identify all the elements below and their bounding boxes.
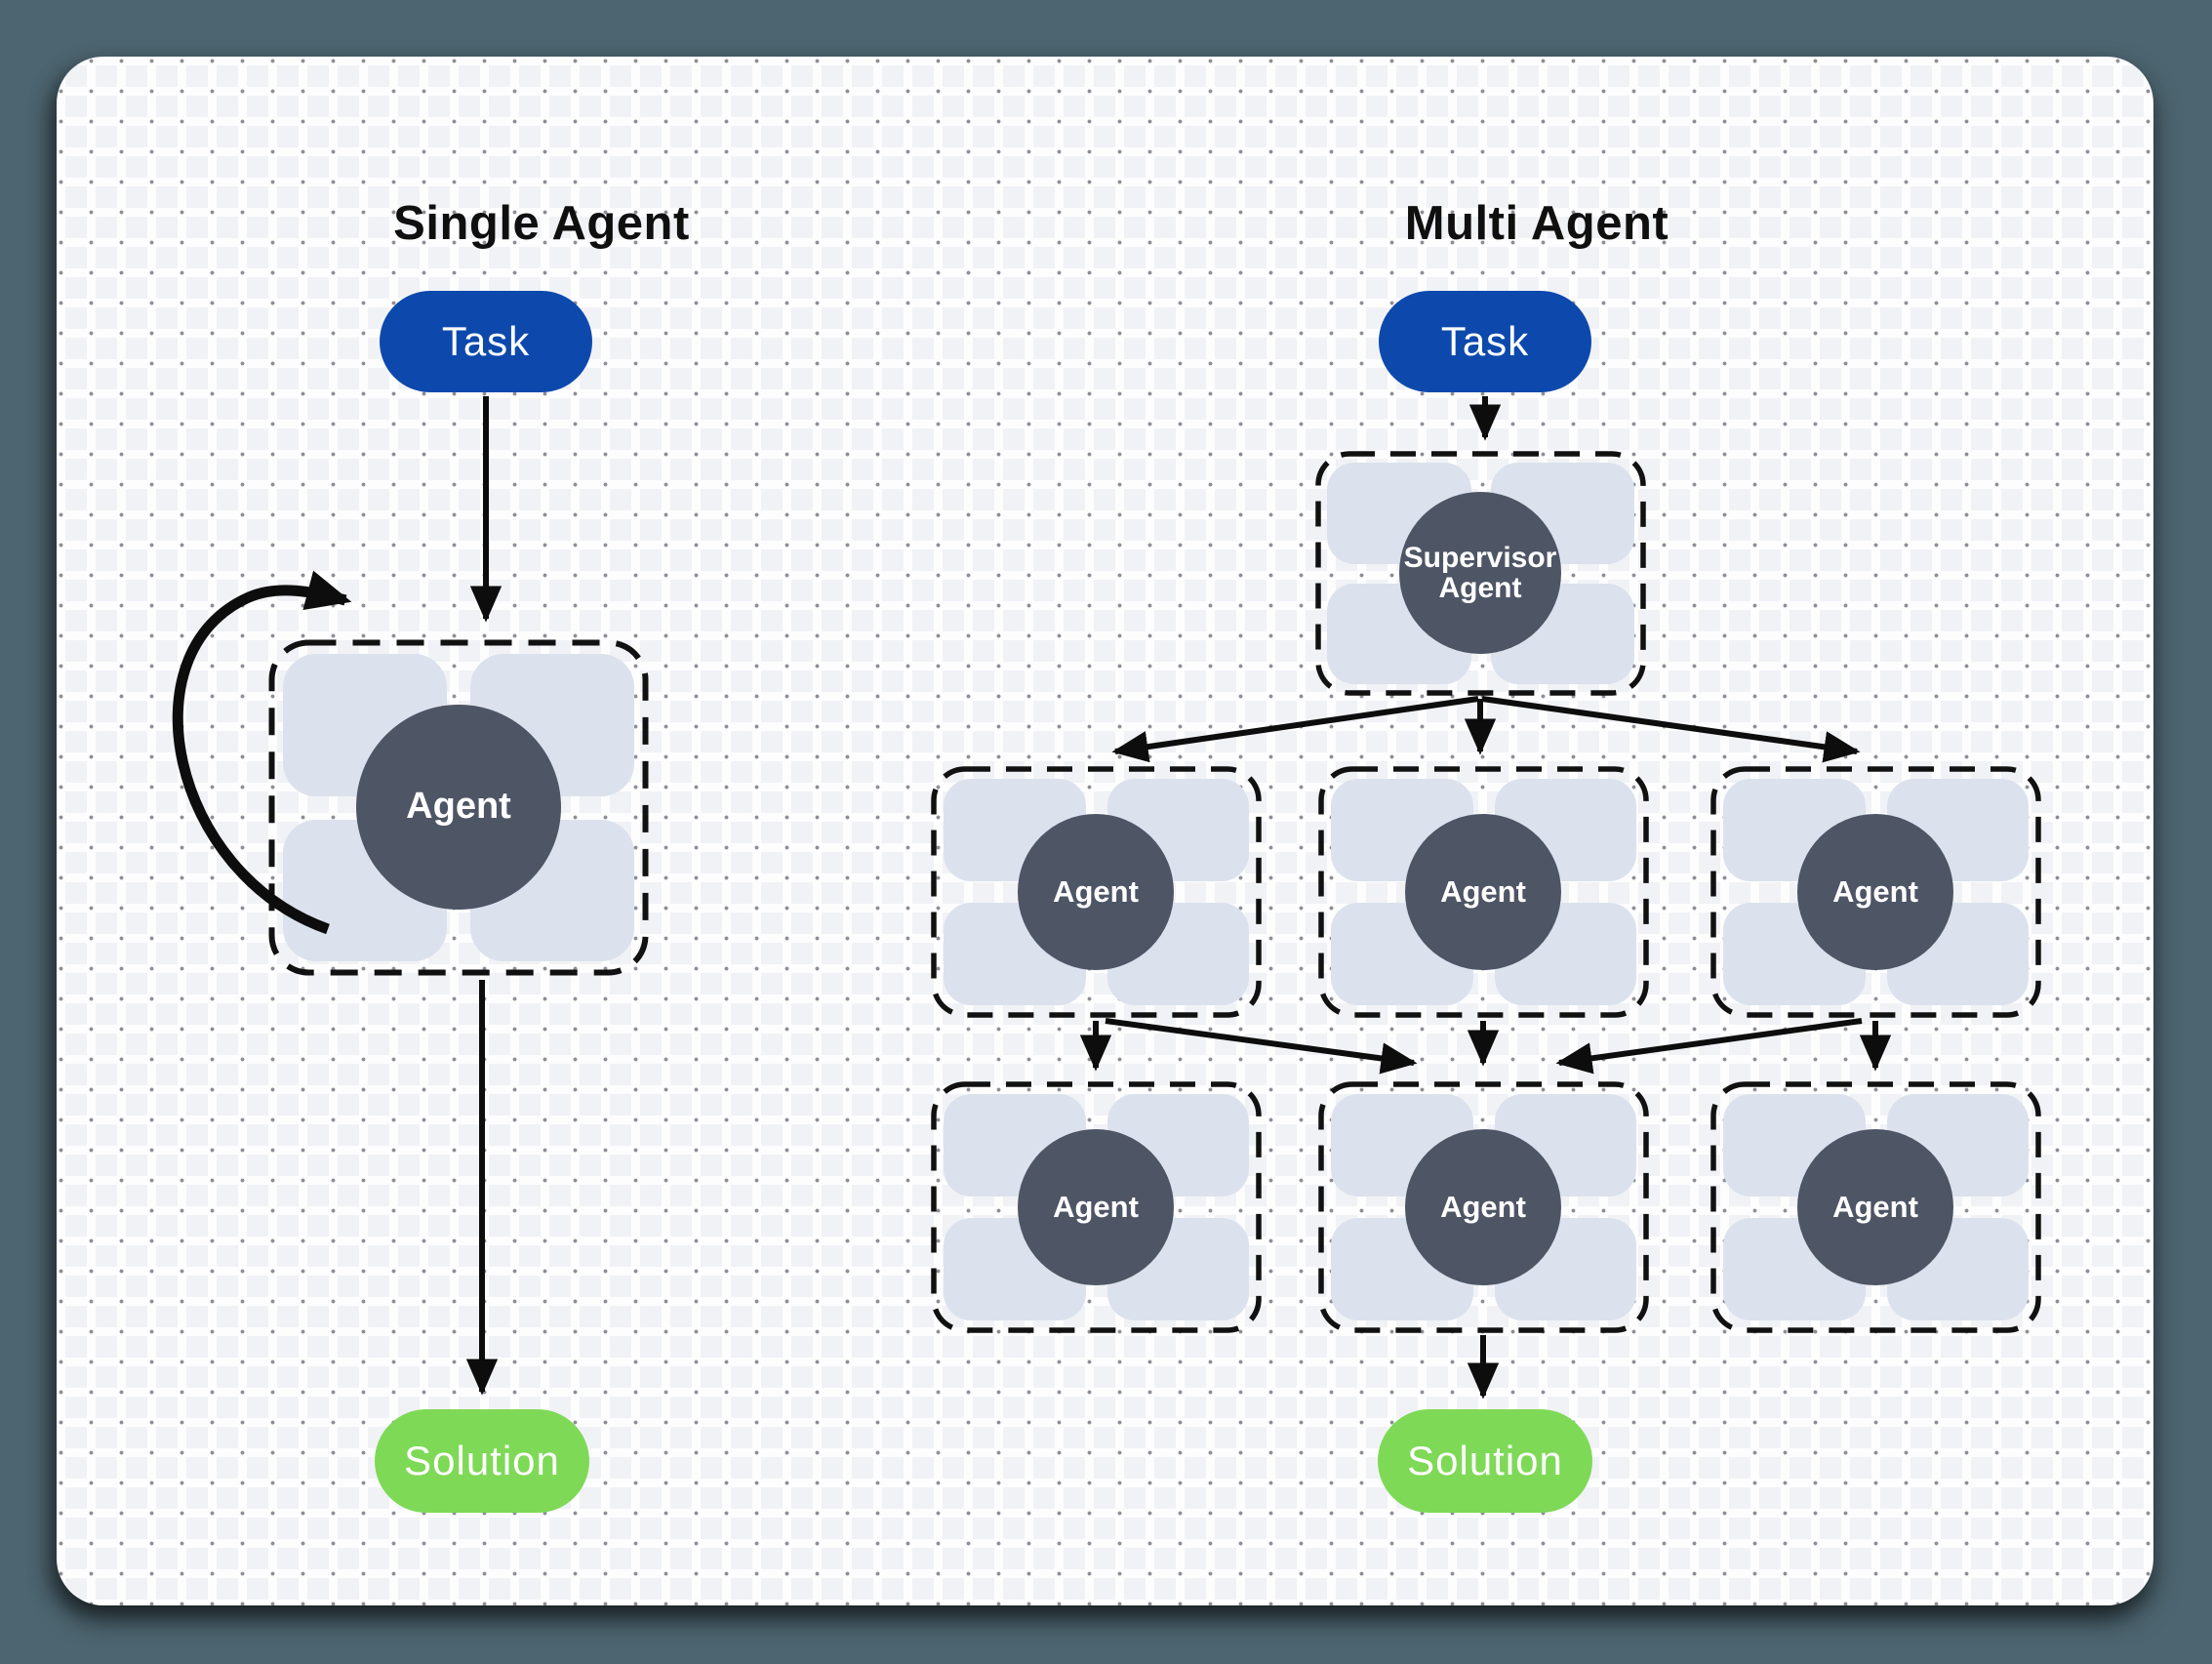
agent-box-row2-left: Agent [931,1081,1262,1333]
single-task-label: Task [441,318,531,364]
multi-solution-node: Solution [1378,1409,1592,1513]
single-agent-box: Agent [268,639,649,976]
single-agent-circle: Agent [356,705,561,910]
single-task-node: Task [380,291,592,392]
single-solution-node: Solution [375,1409,589,1513]
agent-box-row2-right: Agent [1710,1081,2041,1333]
multi-task-node: Task [1379,291,1591,392]
agent-box-row1-left: Agent [931,766,1262,1018]
dotted-panel: Single Agent Multi Agent Task Agent Solu… [57,57,2153,1605]
arrow-agent1-to-agent5 [1105,1018,1418,1075]
supervisor-agent-box: Supervisor Agent [1315,451,1646,696]
agent-label: Agent [1053,873,1139,909]
agent-circle: Agent [1018,814,1174,970]
supervisor-label-line2: Agent [1438,572,1522,604]
supervisor-agent-circle: Supervisor Agent [1399,492,1561,654]
agent-circle: Agent [1405,1129,1561,1285]
agent-label: Agent [1832,1189,1918,1224]
agent-label: Agent [1440,1189,1526,1224]
multi-solution-label: Solution [1407,1438,1563,1483]
multi-agent-title: Multi Agent [1404,197,1669,250]
multi-task-label: Task [1440,318,1530,364]
agent-circle: Agent [1018,1129,1174,1285]
supervisor-label-line1: Supervisor [1403,541,1557,574]
arrow-supervisor-to-agent3 [1481,696,1861,763]
agent-box-row1-right: Agent [1710,766,2041,1018]
arrow-agent3-to-agent5 [1555,1018,1863,1075]
agent-box-row2-middle: Agent [1318,1081,1649,1333]
capability-tiles [1331,779,1636,1005]
agent-label: Agent [1832,873,1918,909]
single-agent-title: Single Agent [393,197,690,250]
agent-label: Agent [1440,873,1526,909]
agent-circle: Agent [1405,814,1561,970]
single-solution-label: Solution [404,1438,560,1483]
single-agent-label: Agent [406,786,511,828]
arrow-supervisor-to-agent1 [1111,696,1479,763]
agent-box-row1-middle: Agent [1318,766,1649,1018]
agent-circle: Agent [1797,1129,1953,1285]
agent-circle: Agent [1797,814,1953,970]
agent-label: Agent [1053,1189,1139,1224]
